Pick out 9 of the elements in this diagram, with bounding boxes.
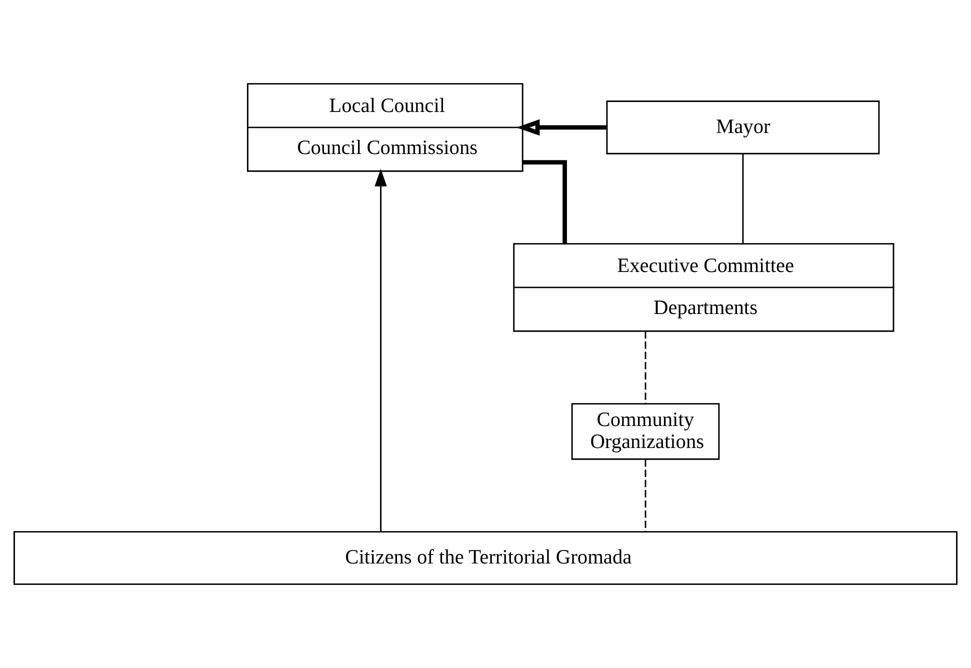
node-box: Mayor	[606, 100, 880, 154]
arrow	[516, 119, 606, 136]
connector	[522, 160, 567, 244]
connector	[644, 331, 646, 404]
connector	[742, 154, 744, 244]
connector	[644, 460, 646, 532]
node-box: Community Organizations	[571, 403, 720, 460]
node-box: Citizens of the Territorial Gromada	[14, 531, 958, 585]
arrow	[374, 168, 387, 532]
